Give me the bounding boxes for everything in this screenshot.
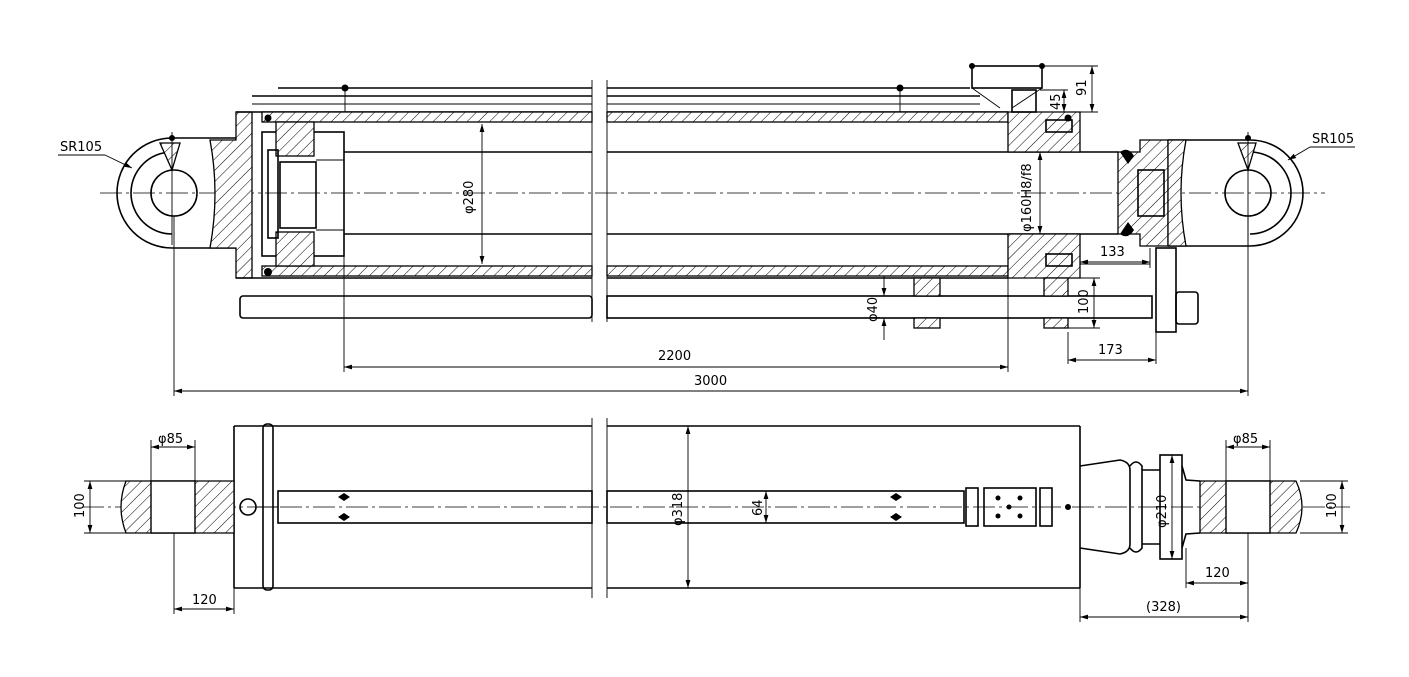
bottom-dimensions: φ85 φ85 100 100 φ318 64 φ210: [73, 426, 1348, 622]
dim-100: 100: [1077, 289, 1092, 314]
width-left-dim: 100: [73, 493, 88, 518]
stroke-dim: 2200: [658, 349, 691, 364]
slot-dim: 64: [751, 499, 766, 516]
dim-173: 173: [1098, 343, 1123, 358]
pipe-dim: φ40: [866, 297, 881, 322]
barrel-plan: [233, 418, 1081, 598]
total-length-dim: 3000: [694, 374, 727, 389]
width-right-dim: 100: [1325, 493, 1340, 518]
rod-dim: φ160H8/f8: [1020, 163, 1035, 232]
cylinder-barrel: [236, 84, 1009, 279]
dim-45: 45: [1049, 93, 1064, 110]
top-dimensions: SR105 SR105 φ280 φ160H8/f8 φ40 45 91: [58, 65, 1355, 396]
left-clevis-eye: [116, 111, 253, 279]
rod-side-plan: [1079, 454, 1303, 560]
oil-pipe: [239, 247, 1199, 333]
rod-head-dim: φ210: [1155, 495, 1170, 528]
left-eye-plan: [120, 480, 235, 534]
pin-left-dim: φ85: [158, 432, 183, 447]
top-fitting: [969, 63, 1045, 109]
right-rod-end: [1117, 132, 1304, 247]
sr-left-label: SR105: [60, 140, 102, 155]
offset-left-dim: 120: [192, 593, 217, 608]
piston: [261, 114, 345, 276]
dim-91: 91: [1075, 79, 1090, 96]
bore-dim: φ280: [462, 181, 477, 214]
dim-133: 133: [1100, 245, 1125, 260]
top-section-view: SR105 SR105 φ280 φ160H8/f8 φ40 45 91: [58, 63, 1355, 396]
bottom-plan-view: φ85 φ85 100 100 φ318 64 φ210: [73, 418, 1350, 622]
offset-right-dim: 120: [1205, 566, 1230, 581]
rod-gland: [1007, 89, 1081, 279]
rod-extension-dim: (328): [1146, 600, 1181, 615]
outer-dim: φ318: [671, 493, 686, 526]
break-lines: [591, 80, 608, 322]
pin-right-dim: φ85: [1233, 432, 1258, 447]
sr-right-label: SR105: [1312, 132, 1354, 147]
